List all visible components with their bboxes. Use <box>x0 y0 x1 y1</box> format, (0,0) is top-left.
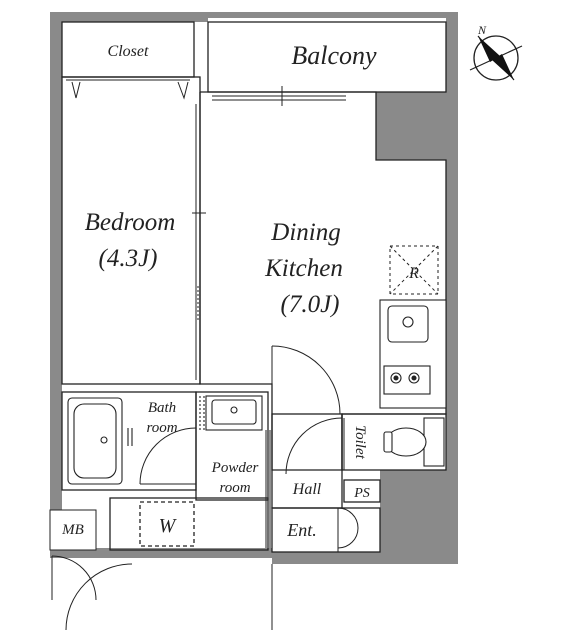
toilet-label: Toilet <box>352 425 368 459</box>
balcony-window <box>212 86 346 106</box>
dk-size: (7.0J) <box>281 291 340 318</box>
closet-label: Closet <box>108 43 149 60</box>
bathtub <box>67 397 133 485</box>
washbasin <box>199 395 263 431</box>
compass-north-label: N <box>477 23 487 37</box>
balcony-label: Balcony <box>291 41 377 70</box>
washer-label: W <box>159 515 178 537</box>
powder-door <box>265 430 271 548</box>
powder-label-line2: room <box>219 480 250 496</box>
walls <box>49 12 458 564</box>
compass-icon: N <box>469 23 523 81</box>
dk-door <box>271 345 341 415</box>
kitchen-counter <box>379 299 447 409</box>
bedroom-size: (4.3J) <box>99 245 158 272</box>
bath-label-line2: room <box>146 420 177 436</box>
entrance-door <box>65 563 273 631</box>
shoe-cabinet <box>337 507 381 553</box>
fridge-space <box>389 245 439 295</box>
mb-door <box>51 555 97 601</box>
powder-label-line1: Powder <box>211 460 259 476</box>
bedroom-sliding-door <box>192 104 206 380</box>
bath-door <box>139 427 197 485</box>
entrance-label: Ent. <box>286 520 317 540</box>
ps-label: PS <box>353 486 370 501</box>
toilet-door <box>285 417 345 475</box>
bedroom-label: Bedroom <box>85 209 176 236</box>
mb-label: MB <box>61 522 84 538</box>
hall-label: Hall <box>292 481 322 498</box>
toilet-fixture <box>383 417 445 467</box>
bath-label-line1: Bath <box>148 400 176 416</box>
dk-label-line1: Dining <box>270 219 340 246</box>
fridge-label: R <box>408 265 419 282</box>
closet-hanger-marks <box>66 79 190 100</box>
dk-label-line2: Kitchen <box>264 255 343 282</box>
room-lines <box>61 21 447 553</box>
